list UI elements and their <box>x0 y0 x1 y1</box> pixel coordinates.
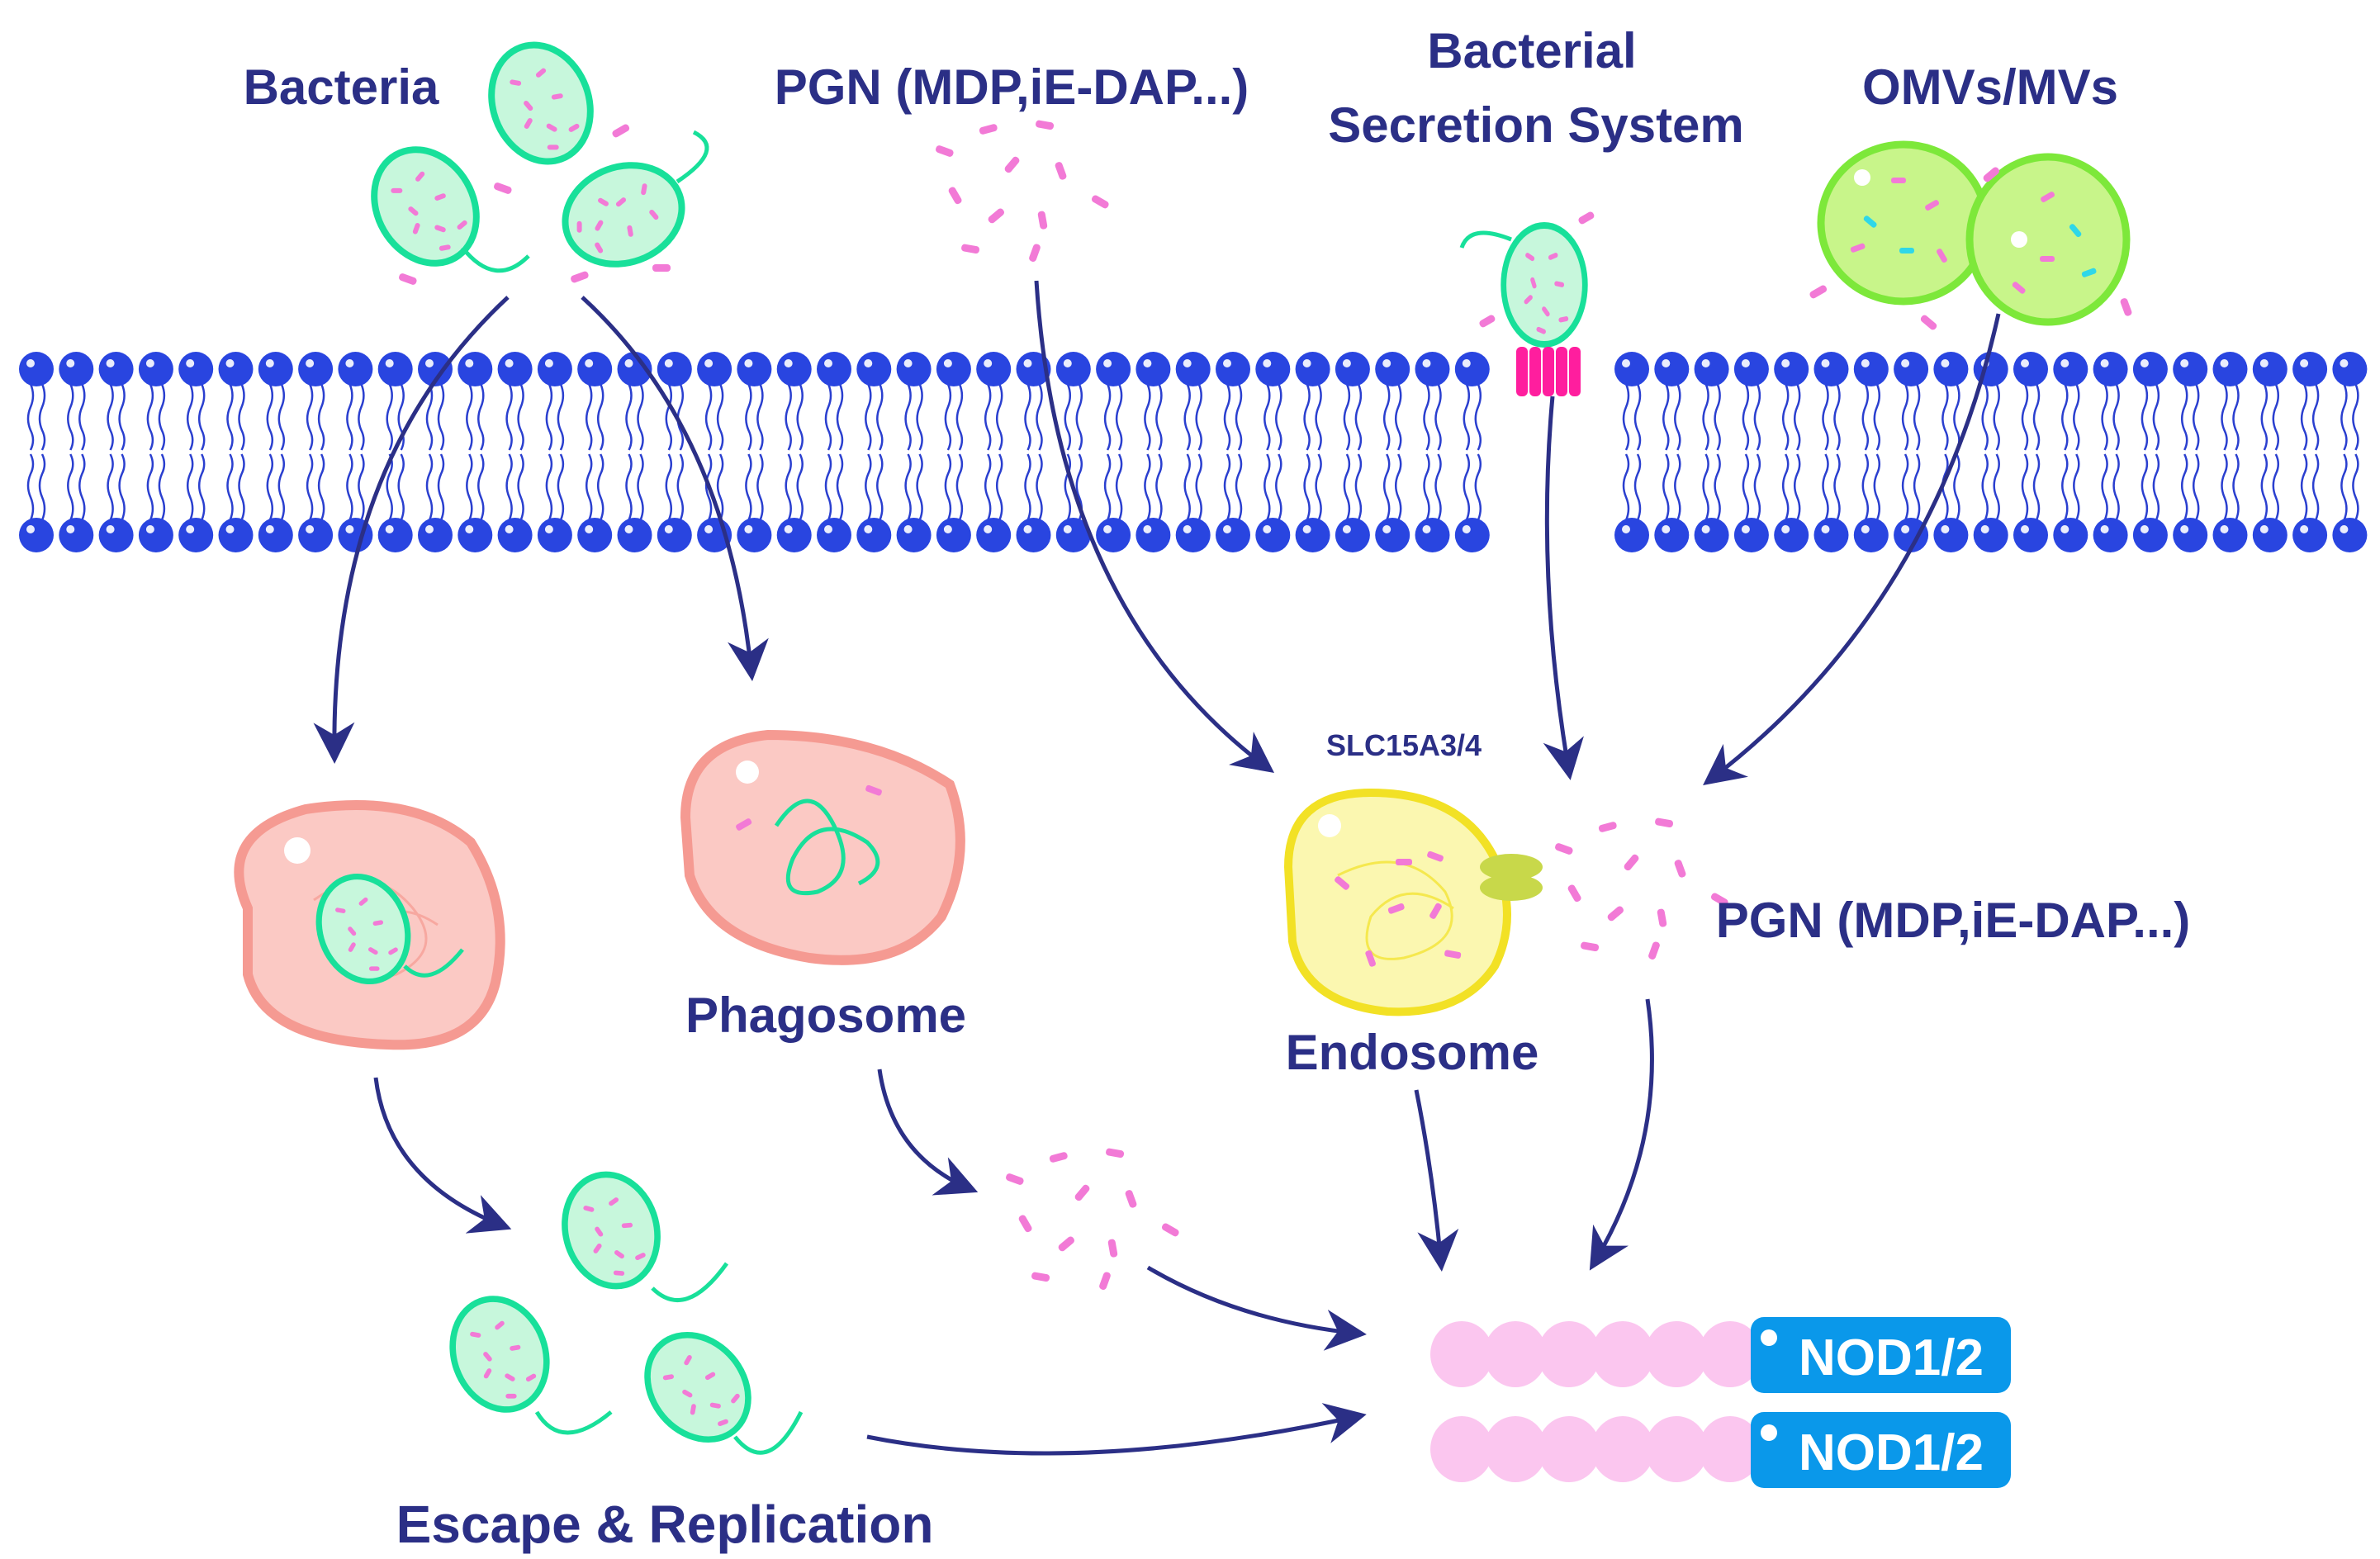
omv-vesicle-icon <box>1965 153 2131 326</box>
nod-receptor-icon: NOD1/2 NOD1/2 <box>1430 1317 2011 1488</box>
bacterium-icon <box>552 1164 670 1297</box>
pgn-fragment-icon <box>1553 817 1730 961</box>
arrow-endosome-to-nod <box>1414 1089 1459 1272</box>
arrow-pgn-right-to-nod <box>1589 998 1654 1271</box>
slc-transporter-icon <box>1480 854 1543 901</box>
arrow-phagosome-to-pgn <box>877 1069 979 1196</box>
nod-box-2 <box>1751 1412 2011 1488</box>
bacteria-cluster <box>354 31 709 286</box>
cell-membrane <box>19 352 2368 552</box>
bacterium-icon <box>1504 225 1586 344</box>
arrow-omv-to-pgn <box>1703 313 2001 786</box>
label-bacteria: Bacteria <box>244 59 439 115</box>
arrow-bacteria-to-vacuole <box>313 296 510 764</box>
label-omvs: OMVs/MVs <box>1862 59 2118 115</box>
secretion-system <box>1459 211 1595 396</box>
lrr-domains-row-1 <box>1430 1321 1761 1387</box>
arrow-pgn-to-endosome <box>1034 280 1275 773</box>
label-pgn-right: PGN (MDP,iE-DAP...) <box>1716 893 2191 948</box>
label-phagosome: Phagosome <box>685 988 966 1043</box>
escaped-bacteria <box>438 1164 804 1460</box>
bacterium-icon <box>438 1286 562 1423</box>
label-pgn-top: PGN (MDP,iE-DAP...) <box>775 59 1249 115</box>
label-slc15a3-4: SLC15A3/4 <box>1326 728 1482 762</box>
vacuole-with-bacterium <box>234 800 505 1050</box>
pgn-fragment-icon <box>934 120 1111 263</box>
arrow-escape-to-nod <box>866 1403 1367 1456</box>
membrane-lipid-tails <box>26 383 2359 521</box>
pgn-fragment-icon <box>399 124 671 285</box>
label-nod-2: NOD1/2 <box>1799 1424 1984 1481</box>
bacterium-icon <box>627 1315 769 1460</box>
arrow-secretion-to-pgn <box>1543 396 1584 780</box>
arrow-pgn-mid-to-nod <box>1146 1265 1367 1351</box>
phagosome-icon <box>680 729 965 965</box>
nod-box-1 <box>1751 1317 2011 1393</box>
label-nod-1: NOD1/2 <box>1799 1329 1984 1386</box>
endosome-icon <box>1283 788 1511 1016</box>
arrow-vacuole-to-escape <box>373 1077 512 1234</box>
arrow-bacteria-to-phagosome <box>581 296 769 681</box>
label-secretion-line2: Secretion System <box>1328 97 1744 153</box>
secretion-channel-icon <box>1516 347 1581 396</box>
label-endosome: Endosome <box>1286 1025 1539 1080</box>
label-secretion-line1: Bacterial <box>1427 23 1636 78</box>
omv-vesicle-icon <box>1817 140 1990 306</box>
bacterium-icon <box>552 149 696 280</box>
bacterium-icon <box>476 31 606 176</box>
pathway-arrows <box>313 280 2001 1456</box>
omv-cluster <box>1809 140 2132 330</box>
membrane-lipid-heads <box>19 352 2368 552</box>
label-escape-replication: Escape & Replication <box>396 1495 934 1554</box>
lrr-domains-row-2 <box>1430 1416 1761 1482</box>
